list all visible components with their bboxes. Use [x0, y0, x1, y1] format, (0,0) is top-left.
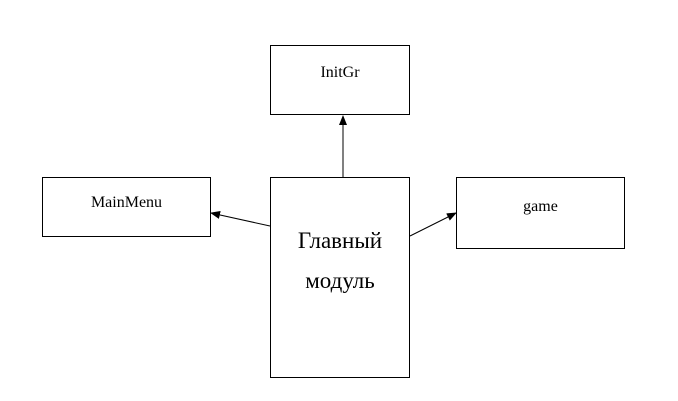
- arrow-main-to-mainmenu: [210, 211, 271, 227]
- node-main-module-label-line1: Главный: [297, 228, 383, 253]
- node-game-label: game: [523, 198, 558, 215]
- node-initgr-label: InitGr: [320, 64, 360, 81]
- arrow-main-to-game: [409, 212, 457, 237]
- node-initgr: InitGr: [270, 45, 410, 115]
- node-mainmenu: MainMenu: [42, 177, 211, 237]
- node-main-module: Главный модуль: [270, 177, 410, 378]
- node-game: game: [456, 177, 625, 249]
- node-mainmenu-label: MainMenu: [90, 194, 163, 211]
- node-main-module-label-line2: модуль: [305, 268, 375, 293]
